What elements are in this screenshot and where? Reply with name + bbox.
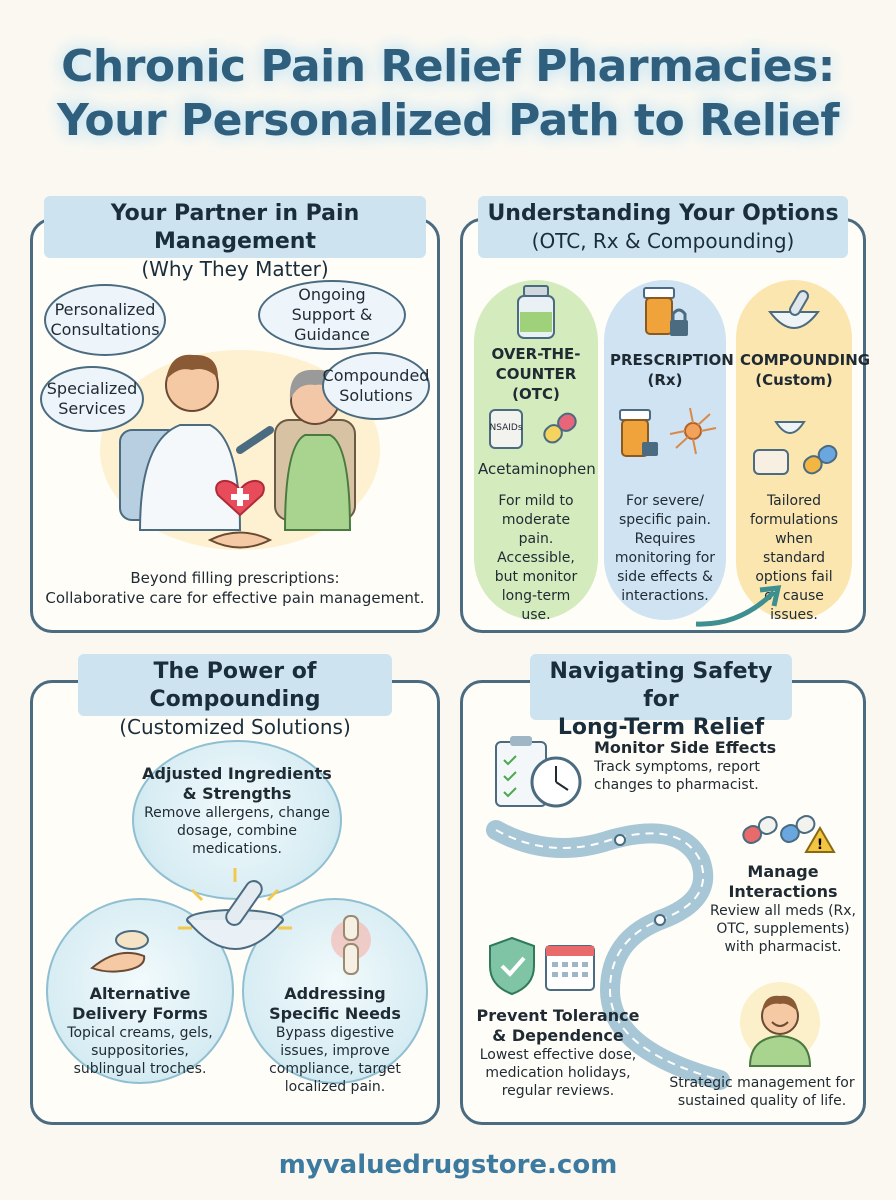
adjusted-ingredients-body: Remove allergens, change dosage, combine… xyxy=(144,805,330,857)
clipboard-clock-icon xyxy=(495,736,582,808)
step-manage-interactions: Manage Interactions Review all meds (Rx,… xyxy=(706,862,860,956)
compounding-heading-title: The Power of Compounding xyxy=(149,659,321,712)
safety-closing: Strategic management for sustained quali… xyxy=(664,1074,860,1110)
otc-column: OVER-THE-COUNTER (OTC) NSAIDs Acetaminop… xyxy=(474,280,598,623)
bubble-text: Specialized Services xyxy=(46,379,138,418)
adjusted-ingredients-text: Adjusted Ingredients & Strengths Remove … xyxy=(142,764,332,858)
compounding-heading-sub: (Customized Solutions) xyxy=(119,715,351,739)
bubble-ongoing-support: Ongoing Support & Guidance xyxy=(258,280,406,350)
bubble-compounded-solutions: Compounded Solutions xyxy=(322,352,430,420)
tolerance-title: Prevent Tolerance & Dependence xyxy=(476,1006,640,1045)
rx-column: PRESCRIPTION (Rx) For severe/ specific p… xyxy=(604,280,734,620)
custom-forms-icon xyxy=(753,421,838,475)
rx-bottle-icon xyxy=(619,409,658,457)
consultation-illustration xyxy=(100,350,380,550)
closing-text: Strategic management for sustained quali… xyxy=(669,1075,855,1109)
partner-caption-line-1: Beyond filling prescriptions: xyxy=(130,569,340,587)
nerve-cell-icon xyxy=(669,407,717,455)
compounding-column: COMPOUNDING (Custom) Tailored formulatio… xyxy=(736,280,871,623)
options-heading-title: Understanding Your Options xyxy=(487,201,839,226)
bubble-specialized-services: Specialized Services xyxy=(40,366,144,432)
step-monitor-side-effects: Monitor Side Effects Track symptoms, rep… xyxy=(594,738,780,794)
otc-title: OVER-THE-COUNTER (OTC) xyxy=(491,345,581,403)
rx-text: For severe/ specific pain. Requires moni… xyxy=(614,493,716,604)
page-title: Chronic Pain Relief Pharmacies: Your Per… xyxy=(0,40,896,148)
adjusted-ingredients-title: Adjusted Ingredients & Strengths xyxy=(142,764,332,803)
compounding-heading: The Power of Compounding (Customized Sol… xyxy=(78,654,392,739)
winding-path xyxy=(486,820,730,1090)
partner-caption: Beyond filling prescriptions: Collaborat… xyxy=(40,568,430,608)
nsaids-label: NSAIDs xyxy=(489,423,523,433)
bubble-text: Compounded Solutions xyxy=(322,366,430,405)
bubble-text: Personalized Consultations xyxy=(50,300,160,339)
mortar-pestle-icon xyxy=(767,290,821,329)
partner-heading: Your Partner in Pain Management (Why The… xyxy=(44,196,426,281)
pills-warning-icon: ! xyxy=(742,815,836,853)
bottle-icon xyxy=(517,285,555,339)
partner-caption-line-2: Collaborative care for effective pain ma… xyxy=(45,589,425,607)
step-prevent-tolerance: Prevent Tolerance & Dependence Lowest ef… xyxy=(472,1006,644,1100)
bubble-personalized-consultations: Personalized Consultations xyxy=(44,284,166,356)
delivery-forms-text: Alternative Delivery Forms Topical cream… xyxy=(56,984,224,1078)
tolerance-text: Lowest effective dose, medication holida… xyxy=(479,1047,637,1099)
options-heading: Understanding Your Options (OTC, Rx & Co… xyxy=(478,196,848,258)
title-line-1: Chronic Pain Relief Pharmacies: xyxy=(61,41,835,92)
rx-title: PRESCRIPTION (Rx) xyxy=(610,351,734,389)
monitor-title: Monitor Side Effects xyxy=(594,738,777,757)
interactions-text: Review all meds (Rx, OTC, supplements) w… xyxy=(709,903,856,955)
interactions-title: Manage Interactions xyxy=(728,862,838,901)
capsule-icon xyxy=(543,412,577,444)
safety-heading-line-1: Navigating Safety for xyxy=(549,659,773,712)
specific-needs-title: Addressing Specific Needs xyxy=(269,984,401,1023)
nsaids-bottle-icon xyxy=(489,409,523,449)
monitor-text: Track symptoms, report changes to pharma… xyxy=(594,759,760,793)
compounding-text: Tailored formulations when standard opti… xyxy=(749,493,839,623)
joint-pain-icon xyxy=(331,915,371,975)
otc-text: For mild to moderate pain. Accessible, b… xyxy=(494,493,578,623)
specific-needs-body: Bypass digestive issues, improve complia… xyxy=(269,1025,401,1095)
footer-url[interactable]: myvaluedrugstore.com xyxy=(278,1150,618,1180)
mortar-glow-icon xyxy=(178,868,292,950)
safety-heading-line-2: Long-Term Relief xyxy=(557,715,765,740)
delivery-forms-body: Topical creams, gels, suppositories, sub… xyxy=(67,1025,213,1077)
safety-heading: Navigating Safety for Long-Term Relief xyxy=(530,654,792,740)
options-heading-sub: (OTC, Rx & Compounding) xyxy=(531,229,795,253)
partner-heading-sub: (Why They Matter) xyxy=(141,257,329,281)
compounding-title: COMPOUNDING (Custom) xyxy=(740,351,871,389)
partner-heading-title: Your Partner in Pain Management xyxy=(110,201,360,254)
otc-extra: Acetaminophen xyxy=(478,460,596,478)
delivery-forms-title: Alternative Delivery Forms xyxy=(72,984,208,1023)
arrow-icon xyxy=(695,585,782,627)
rx-bottle-lock-icon xyxy=(643,287,688,336)
title-line-2: Your Personalized Path to Relief xyxy=(57,95,839,146)
specific-needs-text: Addressing Specific Needs Bypass digesti… xyxy=(250,984,420,1096)
bubble-text: Ongoing Support & Guidance xyxy=(291,285,373,344)
shield-calendar-icon xyxy=(489,936,595,996)
svg-text:!: ! xyxy=(817,837,823,853)
hand-cream-icon xyxy=(90,930,149,973)
happy-person-icon xyxy=(740,982,820,1067)
